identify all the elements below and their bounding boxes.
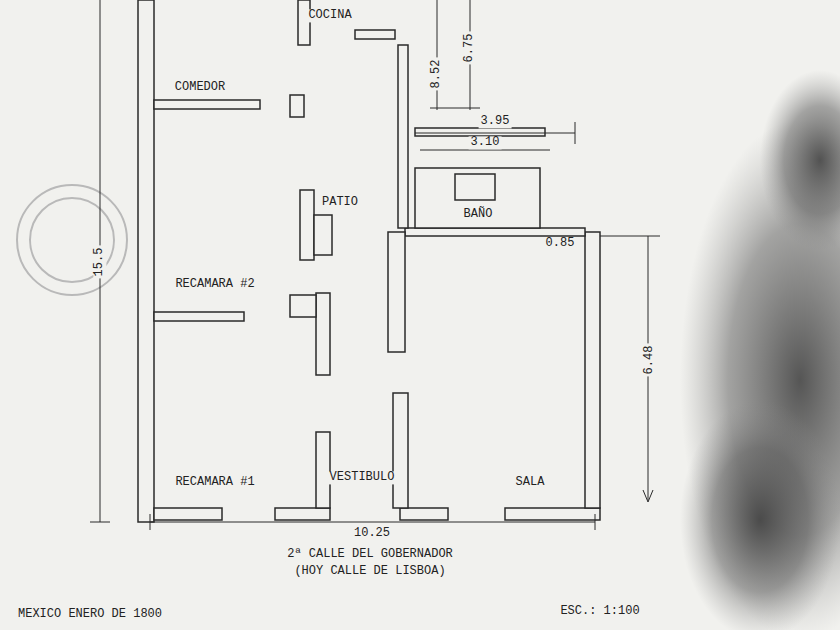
plan-note: 2ª CALLE DEL GOBERNADOR	[285, 548, 455, 561]
dimension-lines	[90, 0, 660, 530]
scan-shadow	[680, 70, 840, 630]
dimension: 0.85	[544, 237, 577, 250]
dimension: 6.75	[463, 32, 476, 65]
room-name: RECAMARA #2	[173, 278, 256, 291]
dimension: 3.95	[479, 115, 512, 128]
stamp	[17, 185, 127, 295]
dimension: 15.5	[93, 246, 106, 279]
plan-note: (HOY CALLE DE LISBOA)	[292, 565, 447, 578]
room-name: SALA	[514, 476, 547, 489]
dimension: 8.52	[430, 58, 443, 91]
plan-note: ESC.: 1:100	[558, 605, 641, 618]
walls	[138, 0, 600, 522]
dimension: 10.25	[352, 527, 392, 540]
room-name: RECAMARA #1	[173, 476, 256, 489]
dimension: 3.10	[469, 136, 502, 149]
room-name: COCINA	[306, 9, 353, 22]
room-name: COMEDOR	[173, 81, 227, 94]
room-name: BAÑO	[462, 208, 495, 221]
room-name: PATIO	[320, 196, 360, 209]
room-name: VESTIBULO	[328, 471, 397, 484]
dimension: 6.48	[643, 344, 656, 377]
plan-note: MEXICO ENERO DE 1800	[16, 608, 164, 621]
